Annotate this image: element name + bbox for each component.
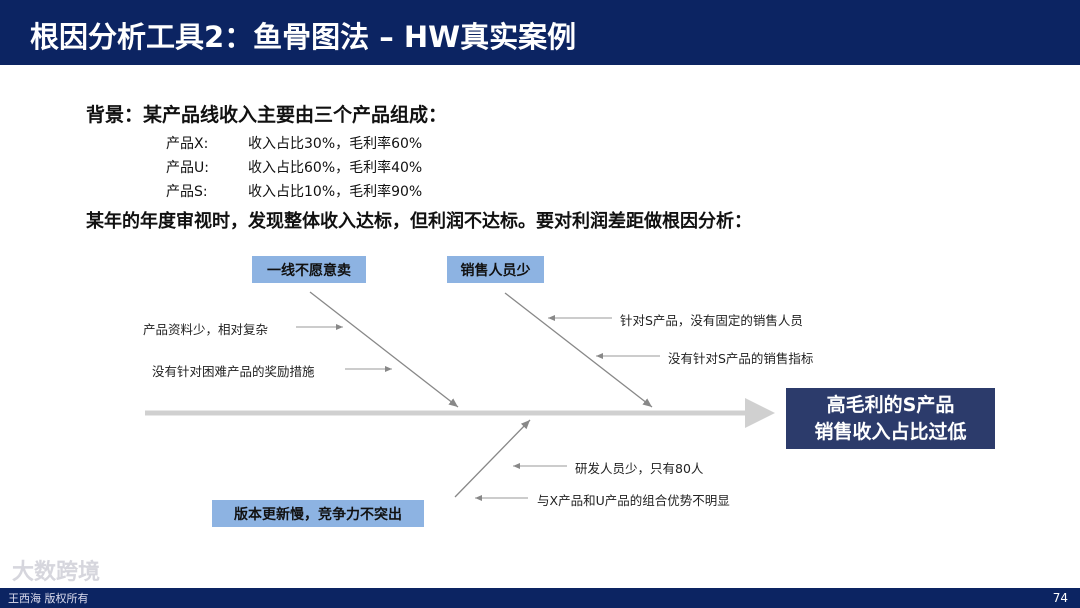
- product-x-detail: 收入占比30%，毛利率60%: [248, 136, 423, 152]
- category-box-version: 版本更新慢，竞争力不突出: [212, 500, 424, 527]
- slide-title: 根因分析工具2：鱼骨图法 – HW真实案例: [30, 20, 577, 54]
- category-box-sales-staff: 销售人员少: [447, 256, 544, 283]
- bone-2: [504, 292, 653, 408]
- product-s-name: 产品S:: [166, 184, 208, 200]
- product-s-detail: 收入占比10%，毛利率90%: [248, 184, 423, 200]
- footer-bar: [0, 588, 1080, 608]
- copyright-text: 王西海 版权所有: [8, 592, 89, 605]
- page-number: 74: [1052, 591, 1068, 605]
- effect-line-1: 高毛利的S产品: [826, 393, 955, 416]
- effect-line-2: 销售收入占比过低: [814, 420, 967, 443]
- background-heading: 背景：某产品线收入主要由三个产品组成：: [86, 104, 448, 126]
- title-bar: [0, 0, 1080, 65]
- product-x-name: 产品X:: [166, 136, 209, 152]
- cause-text: 针对S产品，没有固定的销售人员: [620, 313, 803, 328]
- cause-text: 产品资料少，相对复杂: [143, 322, 269, 337]
- product-u-name: 产品U:: [166, 160, 209, 176]
- cause-text: 研发人员少，只有80人: [575, 461, 704, 476]
- problem-statement: 某年的年度审视时，发现整体收入达标，但利润不达标。要对利润差距做根因分析：: [86, 211, 752, 232]
- cause-text: 没有针对困难产品的奖励措施: [152, 364, 315, 379]
- category-box-frontline: 一线不愿意卖: [252, 256, 366, 283]
- bone-3: [454, 419, 531, 498]
- watermark-logo: 大数跨境: [12, 560, 101, 585]
- product-u-detail: 收入占比60%，毛利率40%: [248, 160, 423, 176]
- bone-1: [309, 291, 459, 408]
- effect-box: 高毛利的S产品 销售收入占比过低: [786, 388, 995, 449]
- cause-text: 没有针对S产品的销售指标: [668, 351, 814, 366]
- cause-text: 与X产品和U产品的组合优势不明显: [537, 493, 730, 508]
